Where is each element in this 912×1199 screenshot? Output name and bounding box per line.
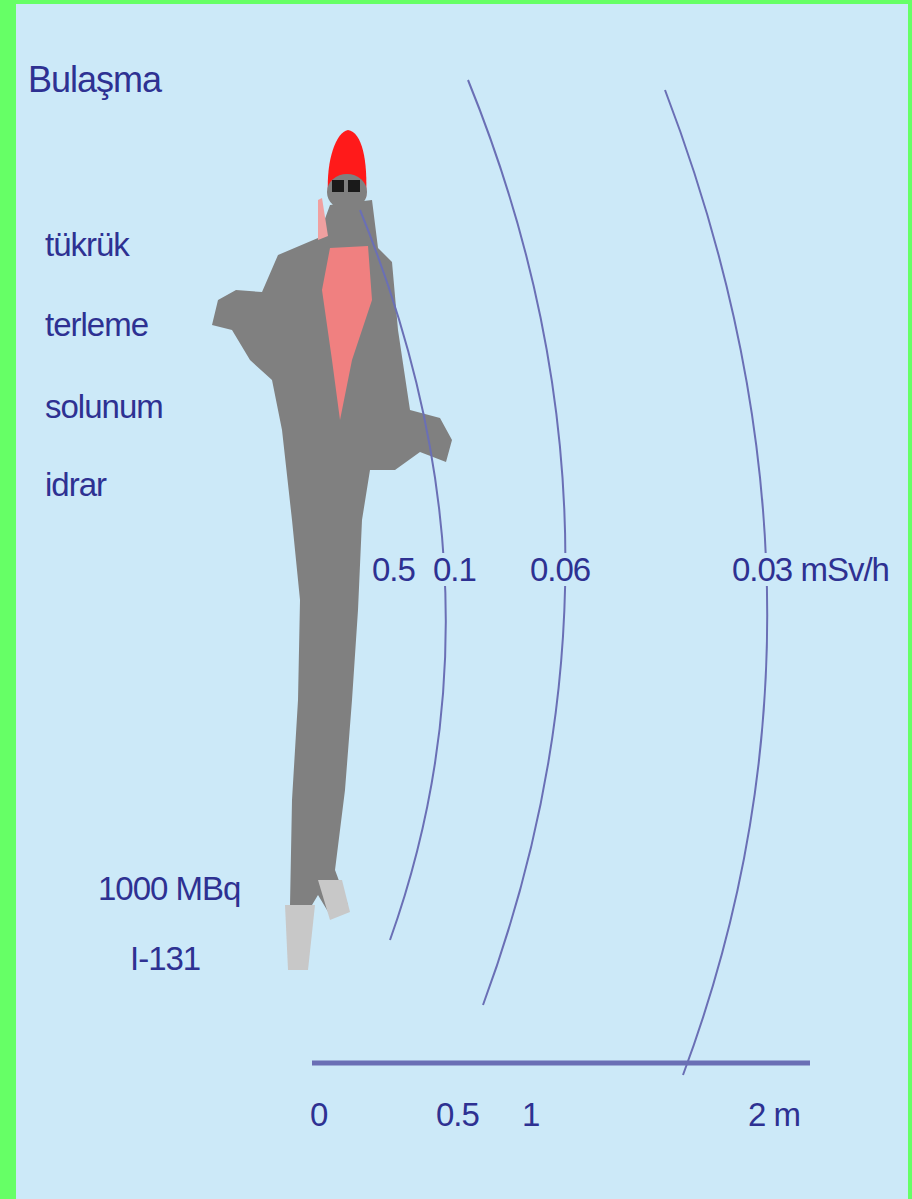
dose-rate-label: 0.5	[372, 553, 415, 586]
dose-rate-label: 0.03 mSv/h	[730, 553, 891, 586]
diagram-title: Bulaşma	[28, 62, 161, 98]
dose-arc	[468, 80, 565, 1005]
sunglasses	[348, 180, 360, 192]
contamination-route: solunum	[45, 390, 163, 423]
contamination-route: terleme	[45, 308, 148, 341]
person-figure	[212, 130, 452, 970]
shoe	[318, 880, 350, 920]
shoe	[285, 905, 315, 970]
body-silhouette	[212, 200, 452, 915]
distance-tick: 2 m	[748, 1098, 800, 1131]
distance-axis	[312, 1061, 810, 1066]
activity-label: I-131	[130, 942, 200, 975]
sunglasses	[332, 180, 344, 192]
ear	[318, 198, 328, 240]
illustration	[16, 4, 908, 1199]
contamination-route: idrar	[45, 468, 106, 501]
dose-rate-label: 0.1	[431, 553, 478, 586]
distance-tick: 1	[522, 1098, 539, 1131]
distance-tick: 0	[310, 1098, 327, 1131]
dose-rate-label: 0.06	[528, 553, 592, 586]
shirt	[322, 246, 372, 420]
head	[327, 174, 367, 210]
activity-label: 1000 MBq	[98, 872, 240, 905]
distance-tick: 0.5	[436, 1098, 479, 1131]
background-panel: Bulaşma tükrük terleme solunum idrar 0.5 0.1 0.…	[16, 4, 908, 1199]
contamination-route: tükrük	[45, 228, 129, 261]
